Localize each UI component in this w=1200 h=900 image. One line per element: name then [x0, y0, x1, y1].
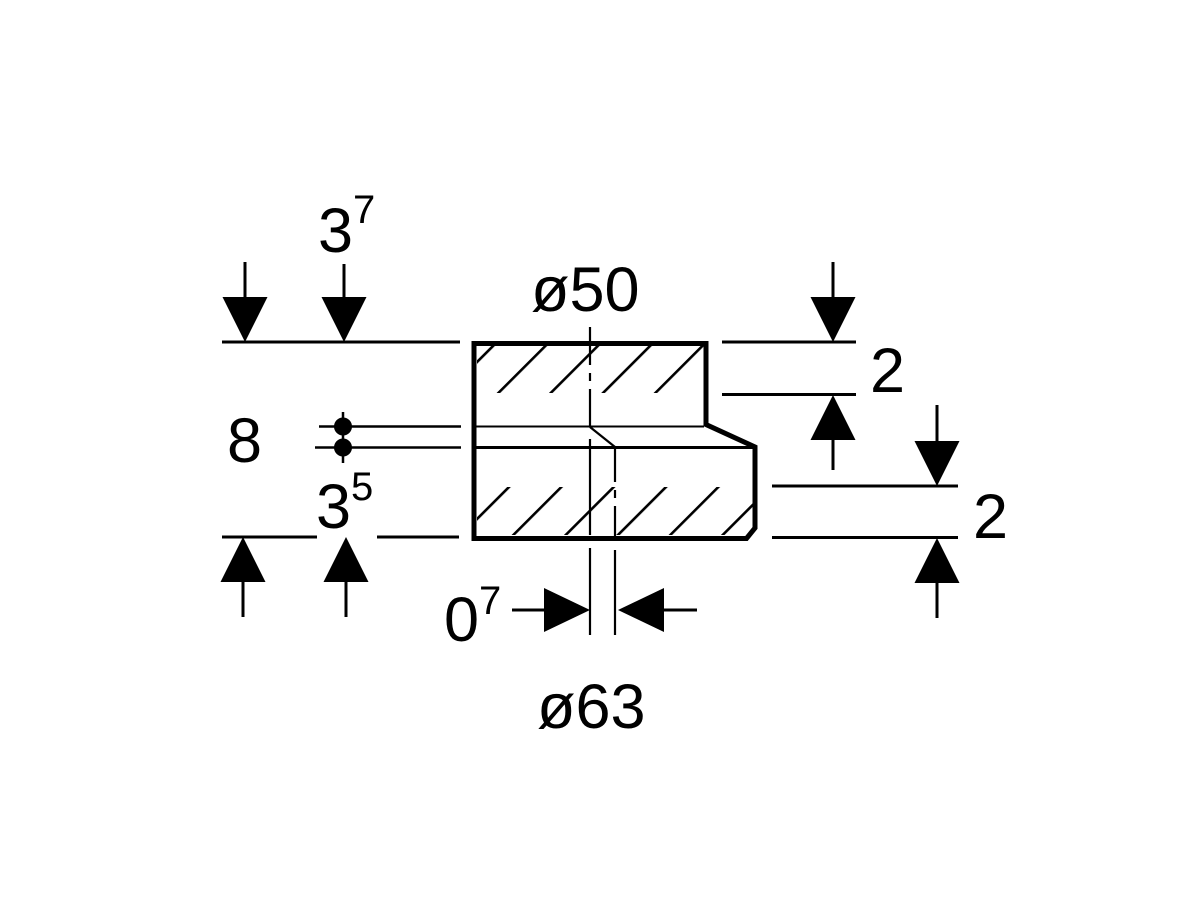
datum-dot-upper [334, 417, 352, 436]
centerline-jog [589, 426, 616, 448]
arrowhead-left-offset [618, 588, 664, 632]
arrowhead-down-top-left-1 [222, 297, 268, 342]
hatch-area-upper-wall [477, 346, 704, 393]
hatch-area-lower-wall [477, 487, 753, 535]
arrowhead-down-top-left-2 [321, 297, 367, 342]
diameter-label-top: ø50 [531, 255, 640, 325]
diameter-label-bottom: ø63 [537, 672, 646, 742]
arrowhead-right-offset [544, 588, 590, 632]
arrowhead-up-bottom-left-1 [220, 537, 266, 582]
dim-label-left: 8 [227, 406, 262, 476]
dim-label-right-upper: 2 [870, 336, 905, 406]
arrowhead-up-right-upper [810, 395, 856, 440]
drawing-fills [220, 297, 960, 632]
dim-label-offset: 07 [444, 579, 501, 655]
dimension-labels: 37 ø50 8 35 2 2 07 ø63 [227, 188, 1008, 742]
fitting-body-outline [471, 341, 758, 541]
dim-label-top-left: 37 [318, 188, 375, 266]
arrowhead-up-bottom-left-2 [323, 537, 369, 582]
section-hatching [477, 346, 753, 535]
arrowhead-down-right-lower [914, 441, 960, 486]
datum-dot-lower [334, 438, 352, 457]
arrowhead-down-right-upper [810, 297, 856, 342]
dim-label-bottom-left: 35 [316, 465, 373, 542]
arrowhead-up-right-lower [914, 538, 960, 583]
dim-label-right-lower: 2 [973, 482, 1008, 552]
